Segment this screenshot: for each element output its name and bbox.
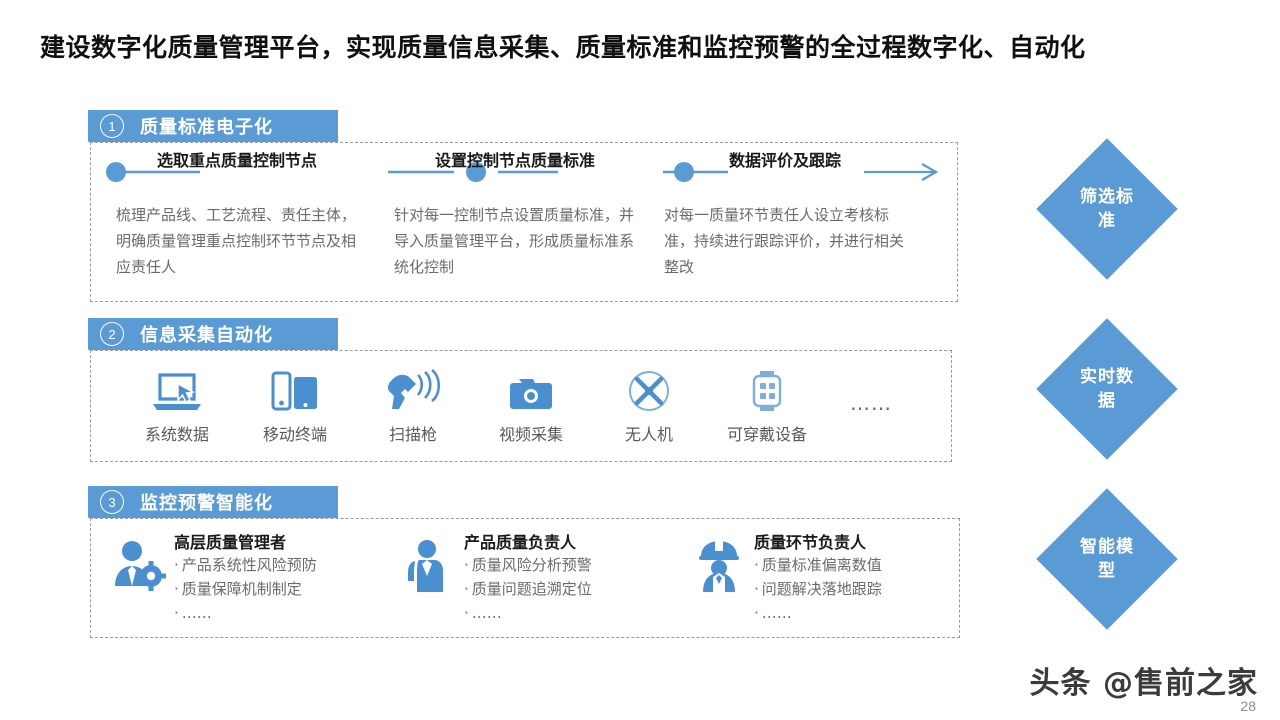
role-title: 高层质量管理者 <box>174 532 287 552</box>
diamond-intelligent-model: 智能模型 <box>1036 488 1178 630</box>
bullet-dot-icon: · <box>754 579 759 598</box>
step-1-heading: 选取重点质量控制节点 <box>156 151 317 170</box>
section-1-title: 质量标准电子化 <box>140 117 273 138</box>
bullet-dot-icon: · <box>174 603 179 622</box>
step-3-heading: 数据评价及跟踪 <box>728 151 841 170</box>
device-item-system-data: 系统数据 <box>118 367 236 445</box>
page-title: 建设数字化质量管理平台，实现质量信息采集、质量标准和监控预警的全过程数字化、自动… <box>40 33 1086 62</box>
device-label: 系统数据 <box>144 425 209 444</box>
role-bullet: ·问题解决落地跟踪 <box>754 579 882 598</box>
diamond-label: 智能模型 <box>1036 488 1178 630</box>
role-item-process-owner: 质量环节负责人 ·质量标准偏离数值 ·问题解决落地跟踪 ·…… <box>668 532 958 625</box>
device-label: 无人机 <box>624 425 673 444</box>
drone-icon <box>590 367 708 413</box>
device-list: 系统数据 移动终端 扫描枪 <box>88 350 950 462</box>
worker-helmet-icon <box>690 532 748 594</box>
role-bullet: ·质量保障机制制定 <box>174 579 302 598</box>
role-title: 质量环节负责人 <box>754 532 867 552</box>
device-item-scanner: 扫描枪 <box>354 367 472 445</box>
mobile-tablet-icon <box>236 367 354 413</box>
section-1-header: 1 质量标准电子化 <box>88 110 338 142</box>
role-text-executive: 高层质量管理者 ·产品系统性风险预防 ·质量保障机制制定 ·…… <box>168 532 317 625</box>
role-bullet: ·…… <box>464 603 502 622</box>
smartwatch-icon <box>708 367 826 413</box>
section-3-badge: 3 <box>100 490 124 514</box>
device-item-wearable: 可穿戴设备 <box>708 367 826 445</box>
diamond-label: 筛选标准 <box>1036 138 1178 280</box>
bullet-dot-icon: · <box>174 555 179 574</box>
role-bullet: ·…… <box>754 603 792 622</box>
section-1-content-box <box>90 142 958 302</box>
role-bullet: ·产品系统性风险预防 <box>174 555 317 574</box>
role-list: 高层质量管理者 ·产品系统性风险预防 ·质量保障机制制定 ·…… 产品质量负责人… <box>88 518 958 638</box>
role-item-executive: 高层质量管理者 ·产品系统性风险预防 ·质量保障机制制定 ·…… <box>88 532 378 625</box>
step-2-description: 针对每一控制节点设置质量标准，并导入质量管理平台，形成质量标准系统化控制 <box>394 206 635 276</box>
manager-icon <box>400 532 458 594</box>
device-label: 移动终端 <box>262 425 327 444</box>
diamond-filter-standard: 筛选标准 <box>1036 138 1178 280</box>
bullet-dot-icon: · <box>174 579 179 598</box>
bullet-dot-icon: · <box>464 555 469 574</box>
diamond-label-line1: 筛选标 <box>1080 187 1134 207</box>
step-2-heading: 设置控制节点质量标准 <box>434 151 595 170</box>
role-item-product-owner: 产品质量负责人 ·质量风险分析预警 ·质量问题追溯定位 ·…… <box>378 532 668 625</box>
bullet-dot-icon: · <box>464 579 469 598</box>
device-item-video-capture: 视频采集 <box>472 367 590 445</box>
section-3-header: 3 监控预警智能化 <box>88 486 338 518</box>
role-bullet: ·…… <box>174 603 212 622</box>
section-3-content-box <box>90 518 960 638</box>
diamond-label: 实时数据 <box>1036 318 1178 460</box>
bullet-dot-icon: · <box>754 603 759 622</box>
step-3-description: 对每一质量环节责任人设立考核标准，持续进行跟踪评价，并进行相关整改 <box>664 206 905 276</box>
laptop-cursor-icon <box>118 367 236 413</box>
role-bullet: ·质量风险分析预警 <box>464 555 592 574</box>
device-more-ellipsis: …… <box>850 391 892 415</box>
bullet-dot-icon: · <box>754 555 759 574</box>
diamond-realtime-data: 实时数据 <box>1036 318 1178 460</box>
page-number: 28 <box>1240 698 1256 714</box>
camera-icon <box>472 367 590 413</box>
section-2-header: 2 信息采集自动化 <box>88 318 338 350</box>
timeline-steps: 选取重点质量控制节点 梳理产品线、工艺流程、责任主体，明确质量管理重点控制环节节… <box>88 142 956 302</box>
device-label: 视频采集 <box>498 425 563 444</box>
device-label: 可穿戴设备 <box>726 425 807 444</box>
diamond-label-line2: 准 <box>1098 211 1116 231</box>
device-label: 扫描枪 <box>388 425 437 444</box>
diamond-label-line2: 据 <box>1098 391 1116 411</box>
diamond-label-line2: 型 <box>1098 561 1116 581</box>
device-item-mobile-terminal: 移动终端 <box>236 367 354 445</box>
role-bullet: ·质量标准偏离数值 <box>754 555 882 574</box>
section-2-badge: 2 <box>100 322 124 346</box>
section-1-badge: 1 <box>100 114 124 138</box>
diamond-label-line1: 智能模 <box>1080 537 1134 557</box>
bullet-dot-icon: · <box>464 603 469 622</box>
role-title: 产品质量负责人 <box>464 532 577 552</box>
barcode-scanner-icon <box>354 367 472 413</box>
section-3-title: 监控预警智能化 <box>140 493 273 514</box>
role-text-product-owner: 产品质量负责人 ·质量风险分析预警 ·质量问题追溯定位 ·…… <box>458 532 592 625</box>
role-bullet: ·质量问题追溯定位 <box>464 579 592 598</box>
device-item-drone: 无人机 <box>590 367 708 445</box>
diamond-label-line1: 实时数 <box>1080 367 1134 387</box>
executive-gear-icon <box>110 532 168 594</box>
step-1-description: 梳理产品线、工艺流程、责任主体，明确质量管理重点控制环节节点及相应责任人 <box>116 206 357 276</box>
role-text-process-owner: 质量环节负责人 ·质量标准偏离数值 ·问题解决落地跟踪 ·…… <box>748 532 882 625</box>
watermark: 头条 @售前之家 <box>1029 666 1258 701</box>
section-2-title: 信息采集自动化 <box>140 325 273 346</box>
